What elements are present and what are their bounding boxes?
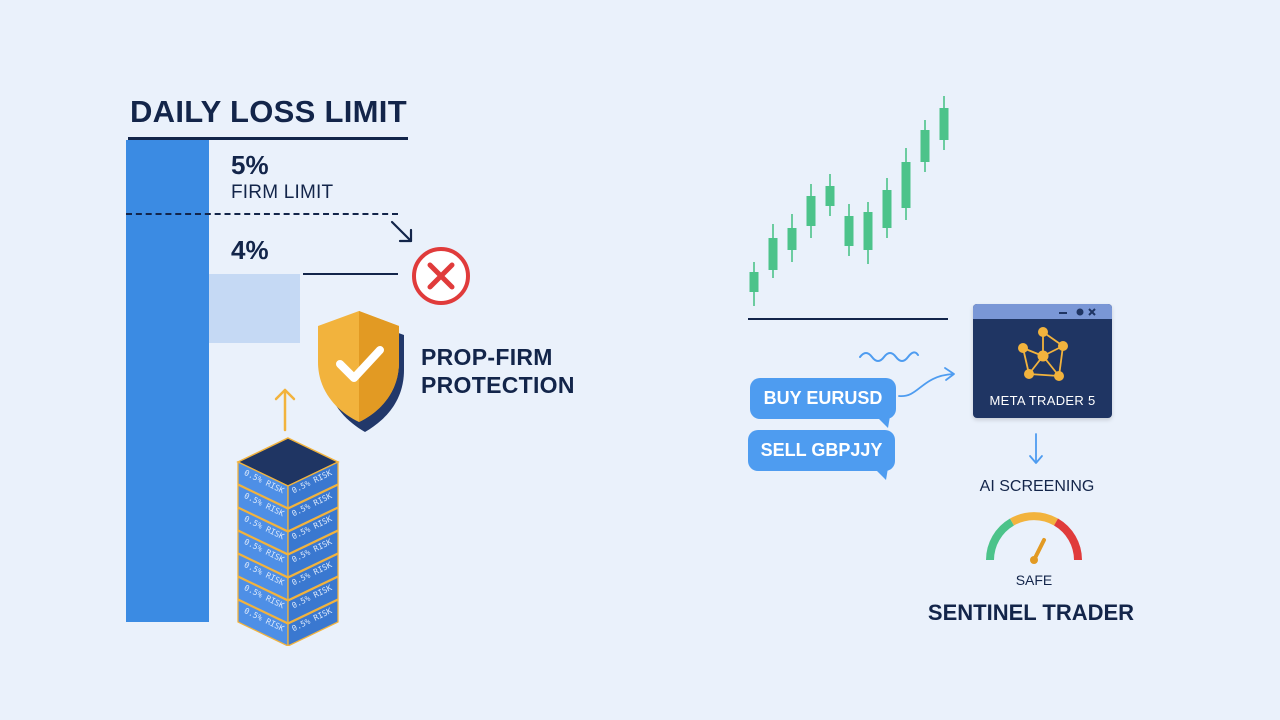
page-title: DAILY LOSS LIMIT [130, 94, 407, 129]
candle-body [787, 228, 797, 250]
platform-window-titlebar [973, 304, 1112, 319]
protection-label: PROP-FIRM PROTECTION [421, 343, 575, 399]
network-nodes-icon [1018, 327, 1068, 381]
screening-label: AI SCREENING [979, 478, 1095, 495]
candle-body [749, 272, 759, 292]
candle-body [920, 130, 930, 162]
maximize-icon [1076, 308, 1084, 316]
candle-body [863, 212, 873, 250]
candle-body [939, 108, 949, 140]
window-controls [1059, 308, 1096, 316]
close-icon [1088, 308, 1096, 316]
firm-limit-label: FIRM LIMIT [231, 182, 334, 203]
speedometer-icon [986, 512, 1082, 564]
arrow-up-icon [274, 388, 296, 432]
platform-name: META TRADER 5 [989, 393, 1096, 408]
x-circle-icon [412, 247, 470, 305]
candle-body [768, 238, 778, 270]
user-limit-zone [209, 274, 300, 343]
firm-limit-dashed-line [126, 213, 398, 215]
trade-bubble-buy: BUY EURUSD [750, 378, 896, 419]
bubble-tail [876, 416, 890, 428]
chart-baseline [748, 318, 948, 320]
firm-limit-value: 5% [231, 150, 269, 180]
candle-body [806, 196, 816, 226]
brand-name: SENTINEL TRADER [927, 600, 1135, 625]
gauge-label: SAFE [1015, 572, 1053, 588]
arrow-down-icon [1029, 433, 1043, 464]
candle-body [844, 216, 854, 246]
candle-body [825, 186, 835, 206]
signal-wave-icon [859, 351, 919, 362]
protection-label-line2: PROTECTION [421, 372, 575, 398]
candlestick-chart [749, 96, 949, 306]
arrow-down-right-icon [390, 220, 413, 243]
user-limit-value: 4% [231, 235, 269, 265]
loss-limit-bar [126, 140, 209, 622]
user-limit-line [303, 273, 398, 275]
protection-label-line1: PROP-FIRM [421, 344, 553, 370]
candle-body [882, 190, 892, 228]
title-underline [128, 137, 408, 140]
curved-arrow-icon [898, 367, 955, 397]
trade-bubble-sell: SELL GBPJJY [748, 430, 895, 471]
candle-body [901, 162, 911, 208]
shield-check-icon [318, 311, 404, 432]
platform-window: META TRADER 5 [973, 304, 1112, 418]
bubble-tail [874, 468, 888, 480]
